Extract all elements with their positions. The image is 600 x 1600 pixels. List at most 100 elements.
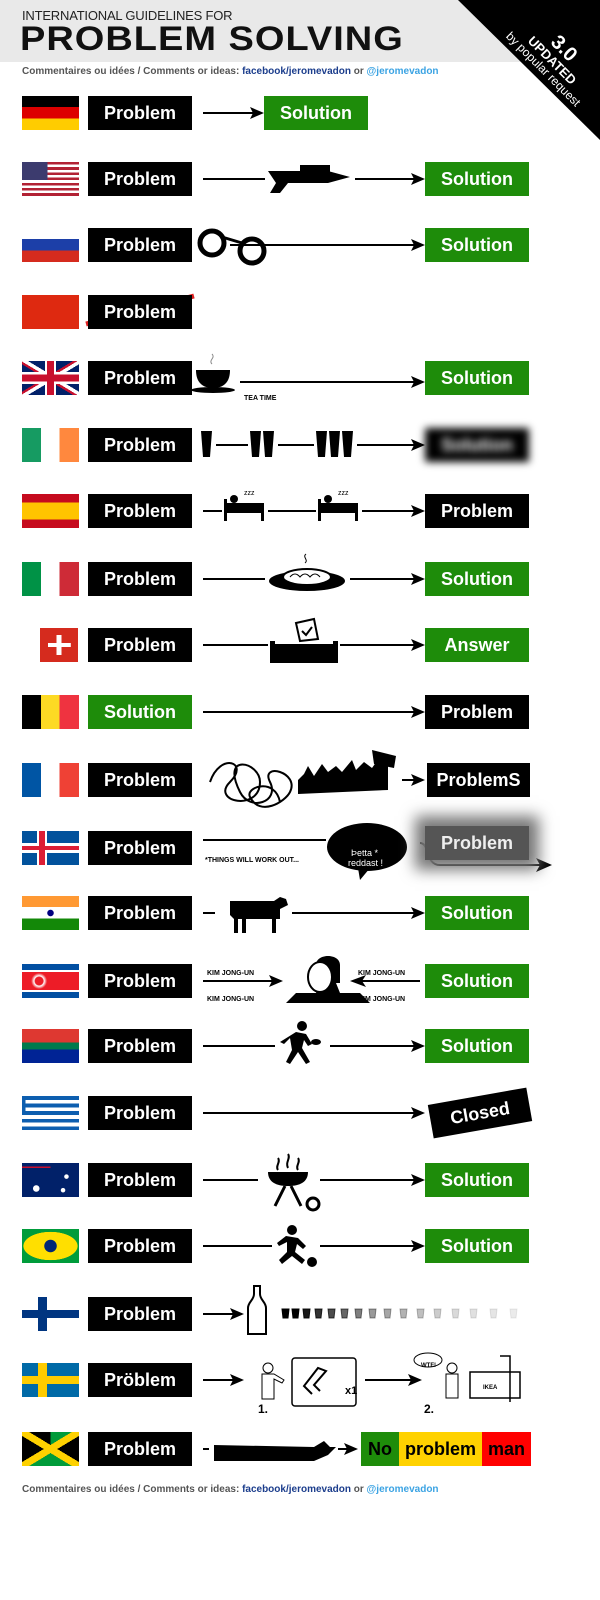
flag-switzerland-icon [40, 628, 78, 662]
annotation-text: KIM JONG-UN [207, 996, 255, 1003]
ballot-box-icon [203, 617, 425, 663]
tangle-icon protest-crowd-icon [209, 750, 425, 808]
country-row: Problem [0, 293, 600, 330]
problem-box: Problem [88, 831, 192, 865]
soccer-player-icon [203, 1225, 425, 1267]
facebook-link[interactable]: facebook/jeromevadon [242, 1484, 351, 1495]
teacup-icon [191, 353, 425, 393]
problem-box: Problem [88, 228, 192, 262]
flag-australia-icon [22, 1163, 79, 1197]
problem-box: Problem [88, 361, 192, 395]
credits-or: or [350, 66, 367, 77]
problem-box: Problem [88, 96, 192, 130]
flag-uk-icon [22, 361, 79, 395]
result-box: Problem [425, 826, 529, 860]
result-box: Solution [425, 162, 529, 196]
flag-ireland-icon [22, 428, 79, 462]
result-box: Solution [425, 228, 529, 262]
problem-box: Problem [88, 1432, 192, 1466]
result-box: Problem [425, 695, 529, 729]
country-row: Problem Solution [0, 227, 600, 266]
problem-box: Problem [88, 628, 192, 662]
svg-text:zzz: zzz [338, 490, 349, 497]
result-box: Solution [425, 896, 529, 930]
result-part: No [361, 1432, 399, 1466]
annotation-text: x1 [345, 1385, 358, 1397]
country-row: Problem ProblemS [0, 750, 600, 808]
result-box: Solution [425, 428, 529, 462]
flag-spain-icon [22, 494, 79, 528]
flag-china-icon [22, 295, 79, 329]
country-row: Problem Solution [0, 553, 600, 597]
result-box: Solution [425, 361, 529, 395]
annotation-text: TEA TIME [244, 395, 277, 402]
flag-finland-icon [22, 1297, 79, 1331]
result-part: problem [399, 1432, 482, 1466]
result-box: Solution [425, 1163, 529, 1197]
flag-south-africa-icon [22, 1029, 79, 1063]
country-row: Problem Solution [0, 161, 600, 197]
annotation-text: KIM JONG-UN [358, 970, 406, 977]
result-box: Solution [425, 562, 529, 596]
problem-box: Solution [88, 695, 192, 729]
problem-box: Problem [88, 1163, 192, 1197]
problem-box: Problem [88, 1229, 192, 1263]
annotation-text: Þetta * [351, 848, 379, 858]
problem-box: Problem [88, 964, 192, 998]
credits-prefix: Commentaires ou idées / Comments or idea… [22, 66, 243, 77]
flag-brazil-icon [22, 1229, 79, 1263]
flag-germany-icon [22, 96, 79, 130]
problem-box: Problem [88, 763, 192, 797]
credits-prefix: Commentaires ou idées / Comments or idea… [22, 1484, 243, 1495]
ikea-instructions-icon [203, 1352, 521, 1407]
problem-box: Problem [88, 295, 192, 329]
joint-icon [203, 1441, 358, 1461]
flag-italy-icon [22, 562, 79, 596]
problem-box: Problem [88, 494, 192, 528]
twitter-link[interactable]: @jeromevadon [366, 1484, 439, 1495]
country-row: Solution Problem [0, 694, 600, 730]
result-box: Solution [425, 964, 529, 998]
credits-top: Commentaires ou idées / Comments or idea… [22, 66, 439, 77]
annotation-text: reddast ! [348, 858, 384, 868]
title-kicker: INTERNATIONAL GUIDELINES FOR [22, 8, 233, 23]
annotation-text: *THINGS WILL WORK OUT... [205, 857, 299, 864]
problem-box: Problem [88, 562, 192, 596]
flag-iceland-icon [22, 831, 79, 865]
flag-jamaica-icon [22, 1432, 79, 1466]
arrow-icon [203, 1107, 425, 1119]
flag-belgium-icon [22, 695, 79, 729]
twitter-link[interactable]: @jeromevadon [366, 66, 439, 77]
result-box: Solution [264, 96, 368, 130]
result-box: Problem [425, 494, 529, 528]
flag-india-icon [22, 896, 79, 930]
country-row: Problem [0, 1285, 600, 1335]
problem-box: Pröblem [88, 1363, 192, 1397]
annotation-text: KIM JONG-UN [358, 996, 406, 1003]
barbecue-icon [203, 1153, 425, 1212]
country-row: Problem Problem *THINGS WILL WORK OUT... Þe… [0, 823, 600, 880]
flag-sweden-icon [22, 1363, 79, 1397]
flag-usa-icon [22, 162, 79, 196]
annotation-text: KIM JONG-UN [207, 970, 255, 977]
flag-greece-icon [22, 1096, 79, 1130]
problem-box: Problem [88, 1096, 192, 1130]
vodka-bottle-icon shot-glasses-icon [203, 1285, 518, 1335]
result-box: Solution [425, 1229, 529, 1263]
cow-icon [203, 897, 425, 933]
arrow-icon [203, 107, 264, 119]
arrow-icon [203, 706, 425, 718]
result-part: man [482, 1432, 531, 1466]
result-box: ProblemS [427, 763, 530, 797]
flag-russia-icon [22, 228, 79, 262]
facebook-link[interactable]: facebook/jeromevadon [242, 66, 351, 77]
rugby-player-icon [203, 1021, 425, 1064]
country-row: Problem Solution [0, 95, 600, 131]
problem-box: Problem [88, 162, 192, 196]
